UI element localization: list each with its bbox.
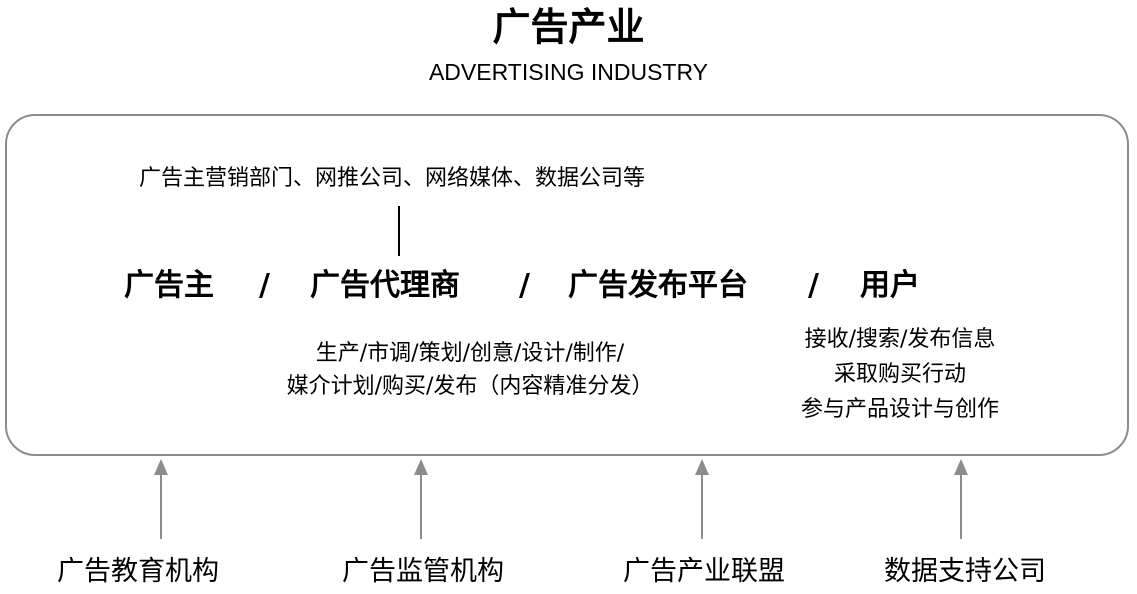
- user-actions: 接收/搜索/发布信息 采取购买行动 参与产品设计与创作: [740, 322, 1060, 427]
- support-org-data: 数据支持公司: [884, 556, 1046, 587]
- chain-separator: /: [259, 268, 270, 303]
- user-action-line: 接收/搜索/发布信息: [804, 327, 996, 352]
- participants-note: 广告主营销部门、网推公司、网络媒体、数据公司等: [139, 166, 646, 191]
- up-arrow-icon: [954, 459, 968, 539]
- chain-item-advertiser: 广告主: [124, 268, 214, 303]
- industry-frame: [5, 114, 1129, 456]
- diagram-subtitle: ADVERTISING INDUSTRY: [428, 59, 709, 85]
- up-arrow-icon: [154, 459, 168, 539]
- support-org-alliance: 广告产业联盟: [623, 556, 785, 587]
- diagram-title: 广告产业: [492, 5, 645, 49]
- up-arrow-icon: [695, 459, 709, 539]
- agency-activities: 生产/市调/策划/创意/设计/制作/ 媒介计划/购买/发布（内容精准分发）: [200, 337, 740, 403]
- user-action-line: 参与产品设计与创作: [800, 397, 999, 422]
- agency-activities-line: 媒介计划/购买/发布（内容精准分发）: [286, 374, 654, 399]
- support-org-regulation: 广告监管机构: [342, 556, 504, 587]
- chain-separator: /: [808, 268, 819, 303]
- chain-item-user: 用户: [860, 268, 920, 303]
- note-connector-line: [398, 206, 400, 256]
- chain-item-publisher: 广告发布平台: [568, 268, 748, 303]
- up-arrow-icon: [414, 459, 428, 539]
- support-org-education: 广告教育机构: [57, 556, 219, 587]
- agency-activities-line: 生产/市调/策划/创意/设计/制作/: [315, 341, 625, 366]
- chain-separator: /: [519, 268, 530, 303]
- chain-item-agency: 广告代理商: [310, 268, 460, 303]
- user-action-line: 采取购买行动: [833, 362, 966, 387]
